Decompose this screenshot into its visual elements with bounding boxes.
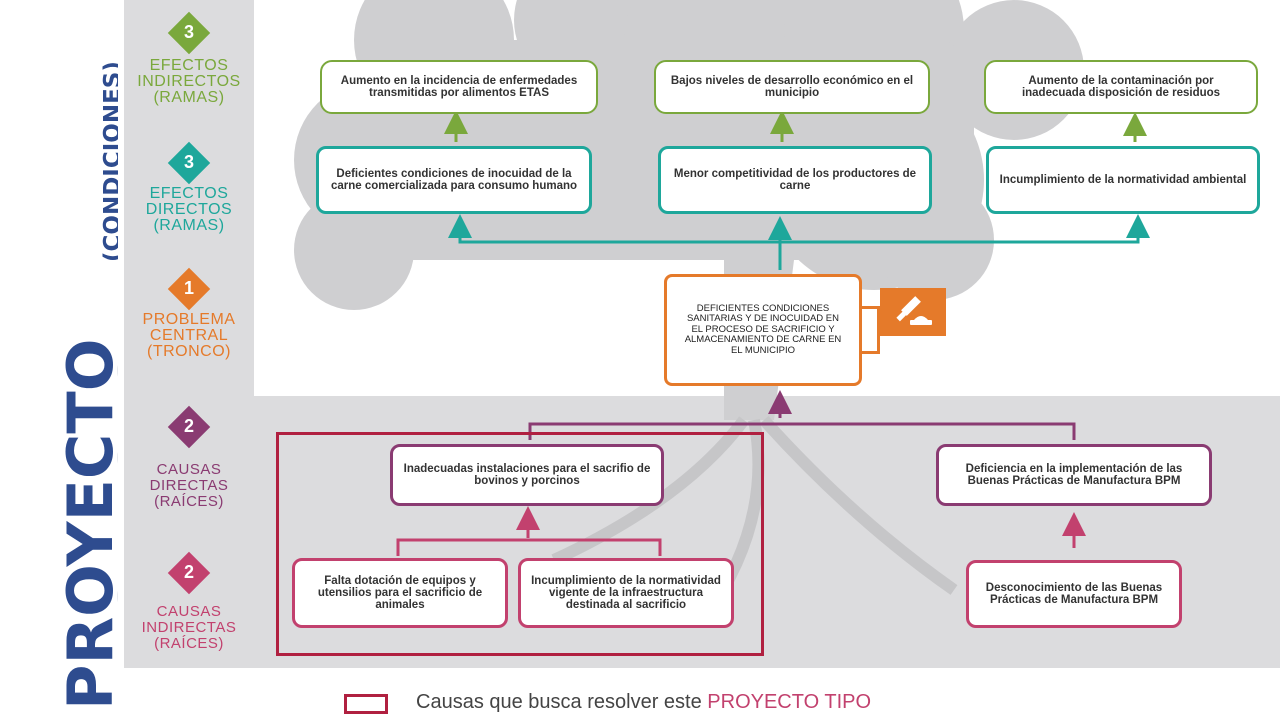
level-label-line: (RAMAS) — [153, 217, 225, 234]
level-label-line: CAUSAS — [156, 603, 222, 620]
legend-text: Causas que busca resolver este — [416, 691, 708, 713]
level-label-line: CENTRAL — [149, 327, 229, 344]
legend-swatch — [344, 694, 388, 714]
level-number: 2 — [183, 416, 194, 436]
level-number: 3 — [183, 152, 194, 172]
project-causes-frame — [276, 432, 764, 656]
indirect-effect-box: Aumento en la incidencia de enfermedades… — [320, 60, 598, 114]
direct-effect-box: Menor competitividad de los productores … — [658, 146, 932, 214]
legend: Causas que busca resolver este PROYECTO … — [416, 691, 871, 714]
central-problem-box: DEFICIENTES CONDICIONES SANITARIAS Y DE … — [664, 274, 862, 386]
indirect-cause-box: Incumplimiento de la normatividad vigent… — [518, 558, 734, 628]
level-label-line: (RAÍCES) — [154, 635, 224, 652]
direct-cause-box: Deficiencia en la implementación de las … — [936, 444, 1212, 506]
indirect-cause-box: Falta dotación de equipos y utensilios p… — [292, 558, 508, 628]
legend-highlight: PROYECTO TIPO — [707, 691, 872, 713]
level-number: 2 — [183, 562, 194, 582]
level-label-line: INDIRECTOS — [137, 73, 241, 90]
direct-effect-box: Incumplimiento de la normatividad ambien… — [986, 146, 1260, 214]
level-label-line: (RAMAS) — [153, 89, 225, 106]
level-label-line: DIRECTOS — [145, 201, 233, 218]
level-label-line: (RAÍCES) — [154, 493, 224, 510]
level-label-line: EFECTOS — [149, 57, 229, 74]
level-label-line: INDIRECTAS — [141, 619, 237, 636]
level-label-line: EFECTOS — [149, 185, 229, 202]
direct-cause-box: Inadecuadas instalaciones para el sacrif… — [390, 444, 664, 506]
level-label-line: DIRECTAS — [149, 477, 229, 494]
level-number: 3 — [183, 22, 194, 42]
indirect-effect-box: Aumento de la contaminación por inadecua… — [984, 60, 1258, 114]
level-label-line: (TRONCO) — [147, 343, 231, 360]
gavel-icon — [880, 288, 946, 336]
indirect-cause-box: Desconocimiento de las Buenas Prácticas … — [966, 560, 1182, 628]
direct-effect-box: Deficientes condiciones de inocuidad de … — [316, 146, 592, 214]
central-problem-bracket — [862, 306, 880, 354]
level-label-line: PROBLEMA — [142, 311, 236, 328]
level-label-line: CAUSAS — [156, 461, 222, 478]
indirect-effect-box: Bajos niveles de desarrollo económico en… — [654, 60, 930, 114]
level-number: 1 — [183, 278, 194, 298]
